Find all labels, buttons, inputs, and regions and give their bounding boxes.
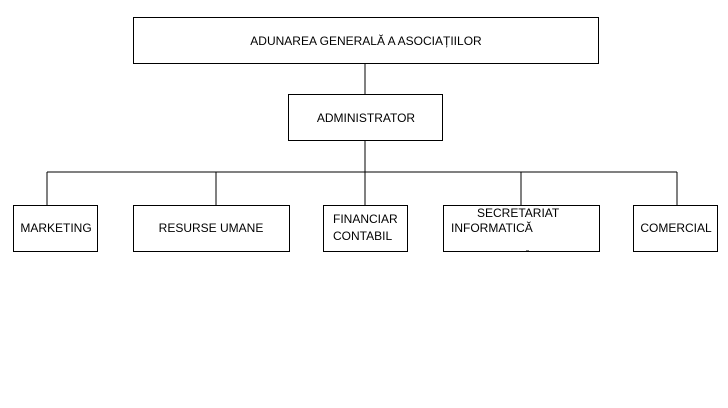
admin-node-box bbox=[288, 94, 443, 141]
root-node-label: ADUNAREA GENERALĂ A ASOCIAȚIILOR bbox=[250, 33, 482, 48]
department-label: MARKETING bbox=[20, 221, 91, 235]
department-marketing: MARKETING bbox=[13, 205, 98, 252]
department-box bbox=[323, 205, 408, 252]
department-label-line-1: SECRETARIAT bbox=[477, 206, 560, 220]
admin-node-label: ADMINISTRATOR bbox=[317, 111, 416, 125]
department-box bbox=[633, 205, 718, 252]
department-label: RESURSE UMANE bbox=[159, 221, 264, 235]
department-label-line-1: FINANCIAR bbox=[333, 212, 398, 226]
department-label-line-2: INFORMATICĂ bbox=[451, 220, 533, 235]
department-label-line-2: CONTABIL bbox=[333, 229, 392, 243]
department-financiar-contabil: FINANCIAR CONTABIL bbox=[323, 205, 408, 252]
admin-node: ADMINISTRATOR bbox=[288, 94, 443, 141]
department-box bbox=[443, 205, 600, 252]
department-resurse-umane: RESURSE UMANE bbox=[133, 205, 290, 252]
root-node: ADUNAREA GENERALĂ A ASOCIAȚIILOR bbox=[133, 17, 599, 64]
department-box bbox=[133, 205, 290, 252]
department-label: COMERCIAL bbox=[640, 221, 712, 235]
department-comercial: COMERCIAL bbox=[633, 205, 718, 252]
department-secretariat-informatica: SECRETARIAT INFORMATICĂ bbox=[443, 205, 600, 252]
root-node-box bbox=[133, 17, 599, 64]
connectors bbox=[46, 63, 678, 205]
department-box bbox=[13, 205, 98, 252]
